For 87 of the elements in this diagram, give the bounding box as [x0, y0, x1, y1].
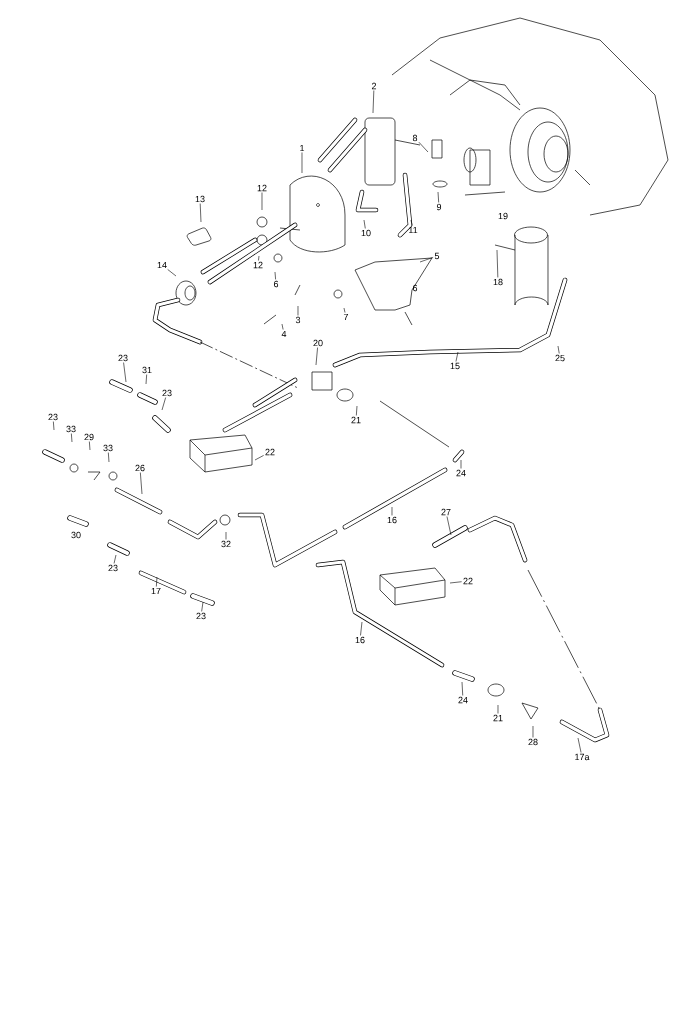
- leader-line: [258, 255, 260, 261]
- leader-line: [363, 219, 366, 229]
- callout-number: 26: [135, 464, 145, 472]
- leader-line: [53, 421, 55, 431]
- callout-number: 15: [450, 362, 460, 370]
- callout-number: 11: [409, 226, 418, 234]
- leader-line: [145, 374, 147, 385]
- leader-line: [201, 601, 204, 612]
- callout-number: 1: [300, 144, 305, 152]
- callout-number: 24: [456, 469, 466, 477]
- leader-line: [460, 459, 462, 469]
- callout-number: 28: [528, 738, 538, 746]
- callout-number: 2: [371, 82, 377, 90]
- leader-line: [455, 351, 459, 362]
- leader-line: [461, 681, 464, 696]
- callout-number: 16: [355, 636, 365, 644]
- leader-line: [557, 345, 560, 354]
- callout-number: 12: [257, 184, 267, 192]
- leader-line: [343, 307, 346, 313]
- callout-number: 7: [343, 313, 349, 321]
- callout-number: 21: [493, 714, 503, 722]
- leader-line: [497, 704, 499, 714]
- leader-line: [356, 405, 358, 416]
- leader-line: [261, 192, 263, 211]
- callout-number: 21: [351, 416, 361, 424]
- leader-line: [108, 452, 110, 463]
- leader-line: [418, 141, 429, 153]
- leader-line: [301, 152, 303, 174]
- leader-line: [167, 269, 177, 277]
- callout-number: 29: [84, 433, 94, 441]
- leader-line: [113, 554, 117, 564]
- callout-number: 8: [412, 134, 418, 142]
- callout-number: 14: [157, 261, 167, 269]
- leader-line: [274, 271, 276, 280]
- callout-number: 17: [151, 587, 161, 595]
- callout-number: 33: [103, 444, 113, 452]
- callout-number: 9: [436, 203, 442, 211]
- callout-number: 32: [221, 540, 231, 548]
- callout-number: 3: [295, 316, 301, 324]
- callout-number: 33: [66, 425, 76, 433]
- leader-line: [391, 506, 393, 516]
- callout-number: 22: [463, 577, 473, 585]
- callout-number: 17a: [575, 753, 590, 761]
- callout-number: 23: [162, 389, 172, 397]
- callout-number: 6: [273, 280, 279, 288]
- callout-number: 23: [108, 564, 118, 572]
- callout-number: 30: [71, 531, 81, 539]
- leader-line: [254, 455, 264, 461]
- leader-line: [410, 219, 413, 226]
- callout-number: 18: [493, 278, 503, 286]
- callout-number: 6: [412, 284, 418, 292]
- leader-line: [89, 441, 91, 451]
- callout-number: 20: [313, 339, 323, 347]
- leader-line: [419, 257, 434, 263]
- leader-line: [161, 397, 166, 411]
- leader-line: [315, 347, 318, 366]
- callout-number: 27: [441, 508, 451, 516]
- leader-line: [360, 621, 363, 636]
- leader-line: [123, 362, 127, 383]
- leader-line: [199, 203, 202, 223]
- callout-number: 23: [196, 612, 206, 620]
- callout-number: 22: [265, 448, 275, 456]
- callout-number: 12: [253, 261, 263, 269]
- callout-number: 19: [498, 212, 508, 220]
- callout-number: 10: [361, 229, 371, 237]
- leader-line: [496, 249, 499, 278]
- callout-number: 4: [281, 330, 287, 338]
- leader-line: [281, 323, 284, 330]
- leader-line: [71, 433, 73, 443]
- leader-line: [577, 737, 582, 753]
- callout-number: 23: [48, 413, 58, 421]
- callout-number: 25: [555, 354, 565, 362]
- callout-number: 16: [387, 516, 397, 524]
- leader-line: [225, 531, 227, 540]
- callout-number: 24: [458, 696, 468, 704]
- leader-line: [372, 90, 375, 114]
- callout-number: 23: [118, 354, 128, 362]
- leader-line: [140, 472, 143, 495]
- leader-line: [532, 725, 534, 738]
- leader-line: [297, 305, 299, 316]
- callout-number: 31: [142, 366, 152, 374]
- leader-line: [437, 191, 439, 203]
- leader-line: [156, 576, 158, 587]
- leader-line: [446, 516, 452, 536]
- callout-number: 13: [195, 195, 205, 203]
- callout-number: 5: [434, 252, 440, 260]
- leader-line: [449, 581, 462, 584]
